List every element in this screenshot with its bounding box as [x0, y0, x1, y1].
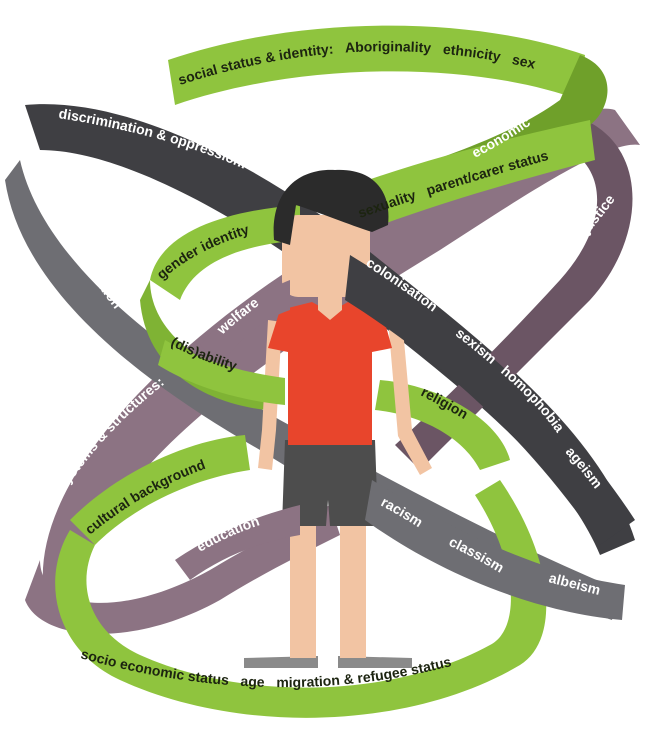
right-leg: [340, 520, 366, 658]
ribbon-bottom-loop: [55, 480, 547, 718]
ribbon-discrimination-front: [345, 255, 635, 545]
hair: [273, 169, 389, 245]
shirt: [268, 302, 392, 445]
ribbon-discrimination-back: [25, 104, 635, 556]
ribbon-gender-band: [150, 205, 300, 300]
ribbon-racism-front: [365, 480, 625, 620]
ribbon-legal-back: [395, 120, 633, 470]
ribbons-front: [158, 255, 635, 620]
left-leg: [290, 520, 316, 658]
right-arm: [388, 318, 432, 475]
label-health-text: health: [105, 561, 150, 591]
label-age: age: [240, 673, 265, 690]
ribbon-disability-front: [158, 340, 285, 405]
ribbon-sexuality-band: [340, 120, 595, 235]
label-health: health: [105, 561, 150, 591]
label-aboriginality: Aboriginality: [344, 38, 431, 56]
left-shoe: [244, 656, 318, 668]
label-sex: sex: [511, 51, 538, 72]
neck: [318, 290, 342, 320]
ribbon-cultural-band: [70, 435, 250, 545]
ribbon-top-banner: [168, 25, 585, 105]
ribbon-education-front: [175, 505, 300, 580]
person-figure: [244, 169, 432, 668]
right-shoe: [338, 656, 412, 668]
green-ribbon: [55, 25, 608, 718]
ribbon-welfare-front: [200, 280, 290, 365]
shorts: [282, 440, 378, 526]
